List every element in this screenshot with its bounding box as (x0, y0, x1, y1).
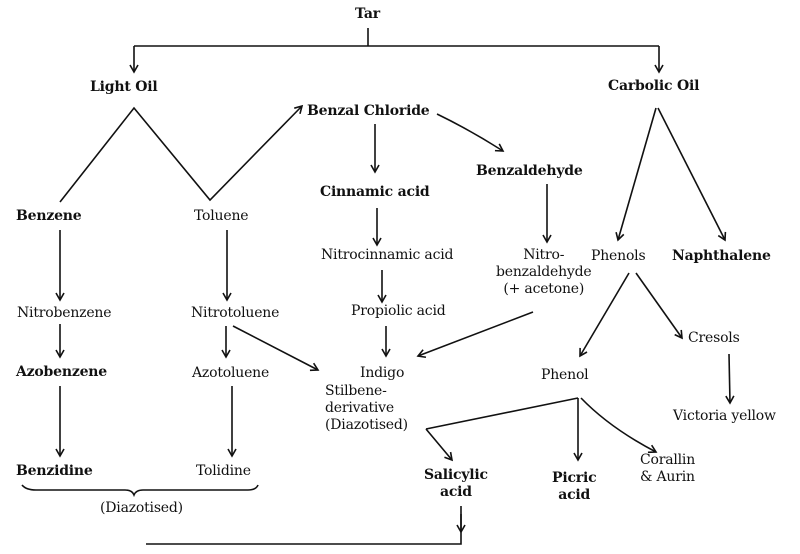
node-tolidine: Tolidine (196, 463, 251, 479)
node-phenols: Phenols (591, 248, 646, 264)
node-benzene: Benzene (16, 208, 82, 224)
edge-benzal-benzaldehyde (436, 113, 505, 152)
node-tar: Tar (355, 6, 380, 22)
node-victoria-yellow: Victoria yellow (673, 408, 776, 424)
node-cresols: Cresols (688, 330, 740, 346)
node-indigo: Indigo (360, 365, 405, 381)
edge-phenols-cresols (635, 272, 683, 340)
node-nitrocinnamic-acid: Nitrocinnamic acid (321, 247, 454, 263)
edge-light-oil-benzene-toluene (59, 104, 304, 203)
node-toluene: Toluene (194, 208, 249, 224)
node-propiolic-acid: Propiolic acid (351, 303, 446, 319)
node-carbolic-oil: Carbolic Oil (608, 78, 700, 94)
node-stilbene-derivative: Stilbene- derivative (Diazotised) (325, 383, 408, 433)
node-naphthalene: Naphthalene (672, 248, 771, 264)
node-cinnamic-acid: Cinnamic acid (320, 184, 430, 200)
label-diazotised-brace: (Diazotised) (100, 500, 183, 516)
node-benzaldehyde: Benzaldehyde (476, 163, 583, 179)
node-azotoluene: Azotoluene (192, 365, 270, 381)
edge-cresols-victoria (725, 353, 735, 405)
node-benzal-chloride: Benzal Chloride (307, 103, 430, 119)
node-nitrobenzene: Nitrobenzene (17, 305, 112, 321)
node-azobenzene: Azobenzene (16, 364, 107, 380)
node-nitrotoluene: Nitrotoluene (191, 305, 280, 321)
edge-nitrotoluene-stilbene (232, 325, 320, 372)
edge-phenol-corallin (580, 397, 658, 454)
node-nitrobenzaldehyde: Nitro- benzaldehyde (+ acetone) (496, 247, 592, 297)
node-salicylic-acid: Salicylic acid (424, 467, 488, 500)
edge-stilbene-salicylic (425, 428, 454, 462)
node-picric-acid: Picric acid (552, 470, 597, 503)
node-benzidine: Benzidine (16, 463, 93, 479)
edge-carbolic-phenols (615, 107, 657, 242)
node-light-oil: Light Oil (90, 79, 158, 95)
node-corallin-aurin: Corallin & Aurin (640, 452, 696, 485)
edge-carbolic-naphthalene (657, 107, 727, 242)
node-phenol: Phenol (541, 367, 589, 383)
brace-diazotised (21, 484, 259, 498)
edge-phenol-stilbene (425, 397, 579, 430)
edge-bottom-return (146, 514, 462, 545)
edge-phenols-phenol (579, 272, 630, 358)
edge-nitrobenzaldehyde-indigo (416, 311, 534, 359)
